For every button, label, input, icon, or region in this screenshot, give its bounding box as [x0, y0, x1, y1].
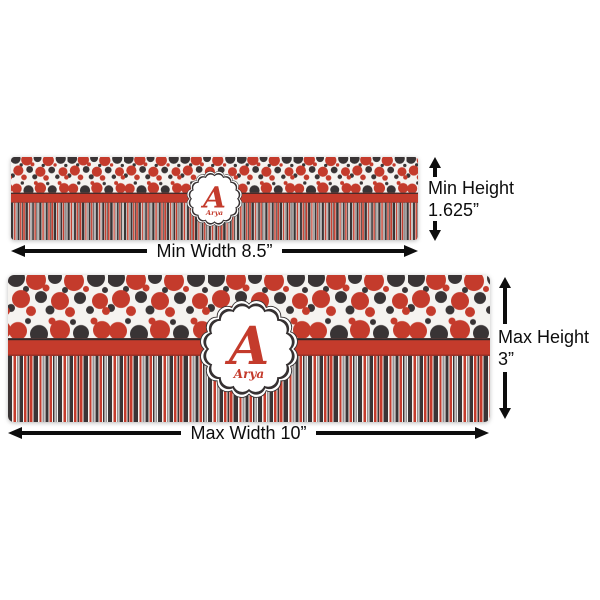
arrow-right-head-icon: [475, 427, 490, 439]
min-height-dimension: Min Height 1.625”: [428, 157, 514, 241]
arrow-left-head-icon: [8, 427, 22, 439]
arrow-line: [315, 431, 476, 435]
arrow-up-icon: [499, 277, 511, 324]
max-width-dimension-arrow: Max Width 10”: [8, 423, 490, 443]
max-height-value: 3”: [498, 349, 515, 370]
arrow-up-icon: [429, 157, 441, 177]
max-height-dimension: Max Height 3”: [498, 277, 589, 419]
arrow-line: [22, 431, 182, 435]
arrow-right-head-icon: [404, 245, 419, 257]
max-height-label: Max Height: [498, 326, 590, 347]
monogram-name: Arya: [205, 209, 223, 217]
arrow-line: [281, 249, 405, 253]
arrow-down-icon: [499, 371, 511, 419]
arrow-down-icon: [429, 220, 441, 241]
min-height-label: Min Height: [428, 178, 515, 199]
min-height-value: 1.625”: [428, 199, 480, 220]
monogram-name: Arya: [233, 367, 264, 381]
arrow-line: [25, 249, 148, 253]
monogram-initial: A: [200, 179, 226, 214]
max-width-label: Max Width 10”: [190, 423, 307, 443]
arrow-left-head-icon: [11, 245, 25, 257]
min-width-label: Min Width 8.5”: [156, 241, 273, 261]
min-width-dimension-arrow: Min Width 8.5”: [11, 241, 419, 261]
monogram-initial: A: [224, 316, 269, 377]
